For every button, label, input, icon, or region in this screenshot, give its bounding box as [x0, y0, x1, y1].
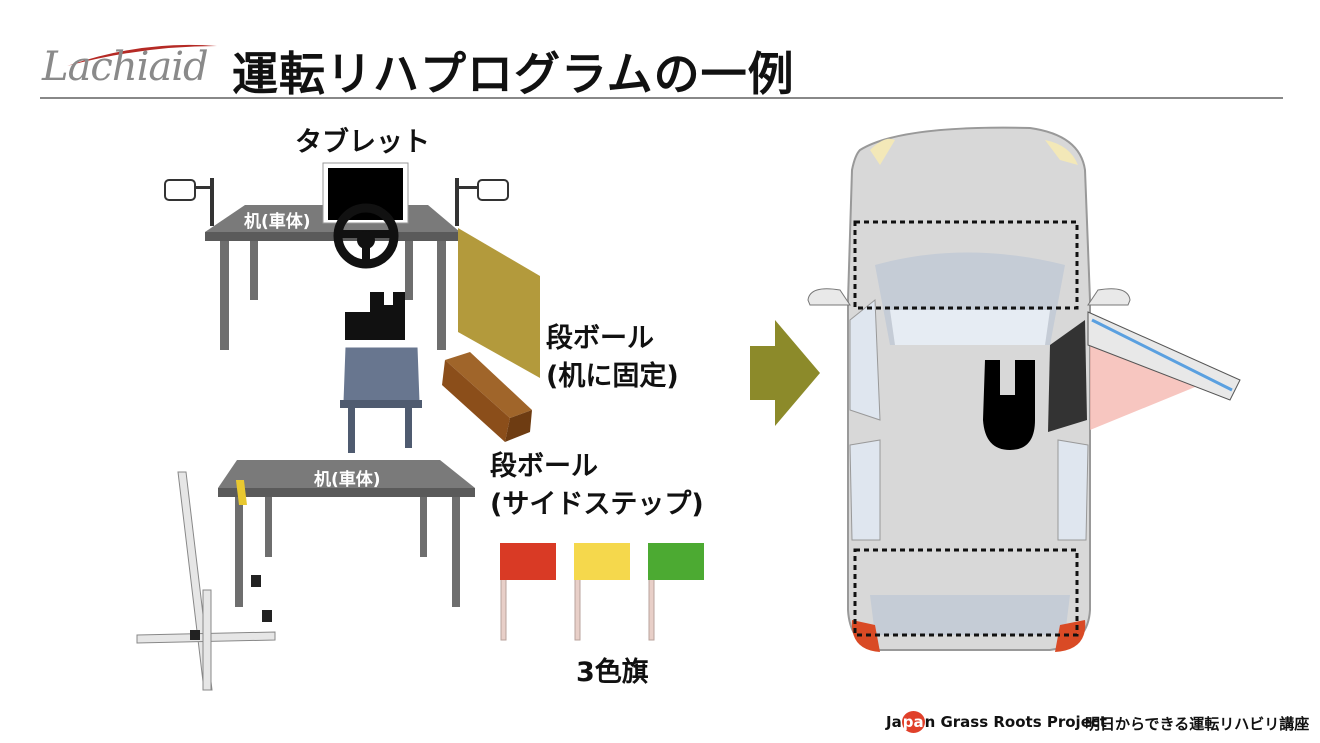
cardboard-step-note: (サイドステップ) [490, 489, 704, 520]
chair [340, 346, 422, 453]
footer-brand: Japan Grass Roots Project [886, 711, 1107, 733]
flag-2 [574, 543, 630, 580]
flag-3 [648, 543, 704, 580]
front-zone-box [853, 220, 1079, 310]
upper-desk-label: 机(車体) [244, 212, 311, 232]
tablet-label: タブレット [295, 127, 430, 158]
right-mirror [455, 178, 509, 226]
left-mirror [164, 178, 214, 226]
steering-wheel-icon [333, 203, 399, 269]
rear-zone-box [853, 548, 1079, 637]
page-title: 運転リハプログラムの一例 [232, 47, 795, 101]
flag-pole [574, 577, 581, 641]
cardboard-fixed-note: (机に固定) [546, 361, 679, 392]
footer-course: 明日からできる運転リハビリ講座 [1085, 715, 1310, 733]
seat [345, 292, 405, 340]
logo-swoosh-icon [67, 44, 217, 66]
flags-label: 3色旗 [576, 657, 649, 688]
measuring-pole [136, 471, 276, 691]
cardboard-step-box [442, 352, 532, 442]
flags-group [500, 543, 704, 641]
flag-pole [500, 577, 507, 641]
cardboard-fixed-label: 段ボール [546, 323, 654, 354]
brand-prefix: Ja [886, 713, 902, 731]
flag-pole [648, 577, 655, 641]
lower-desk [218, 460, 475, 607]
cardboard-step-label: 段ボール [490, 451, 598, 482]
flag-1 [500, 543, 556, 580]
brand-suffix: n Grass Roots Project [924, 713, 1107, 731]
title-divider [40, 97, 1283, 99]
brand-circle: pa [901, 711, 925, 733]
lower-desk-label: 机(車体) [314, 470, 381, 490]
driver-silhouette [983, 360, 1035, 450]
lachiaid-logo: Lachiaid [42, 44, 217, 90]
logo-text: Lachiaid [42, 44, 209, 90]
cardboard-panel [458, 228, 540, 378]
arrow-right-icon [750, 320, 820, 426]
car-top-view [807, 126, 1241, 652]
